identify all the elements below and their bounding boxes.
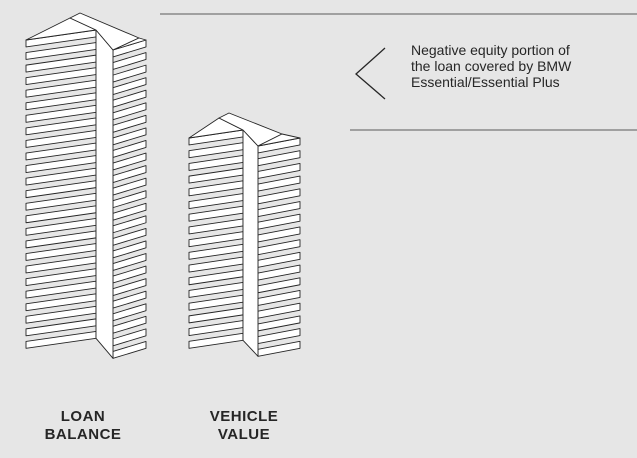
stack-slab-right: [257, 290, 301, 306]
stack-top-spine: [69, 12, 140, 51]
loan-balance-label: LOAN BALANCE: [23, 408, 143, 444]
stack-slab-left: [188, 193, 244, 209]
vehicle-value-label-line-2: VALUE: [217, 426, 271, 443]
stack-slab-right: [257, 340, 301, 357]
stack-slab-left: [188, 142, 244, 159]
stack-slab-right: [257, 201, 301, 217]
loan-balance-stack: [25, 12, 147, 359]
stack-slab-left: [188, 180, 244, 197]
stack-top-right: [257, 133, 301, 147]
vehicle-value-label-line-1: VEHICLE: [209, 408, 279, 425]
stack-slab-left: [188, 167, 244, 184]
stack-slab-left: [188, 218, 244, 235]
stack-slab-right: [257, 315, 301, 332]
stack-slab-left: [188, 320, 244, 337]
stack-top-right: [112, 37, 147, 51]
vehicle-value-stack: [188, 112, 301, 357]
stack-slab-right: [257, 251, 301, 268]
stack-slab-right: [257, 188, 301, 205]
callout-line-1: Negative equity portion of: [411, 42, 570, 58]
stack-slab-left: [188, 294, 244, 311]
stack-slab-right: [257, 226, 301, 243]
stack-slab-left: [188, 269, 244, 286]
chevron-left-icon: [355, 47, 386, 100]
stack-spine: [95, 29, 114, 359]
stack-slab-left: [188, 332, 244, 349]
stack-slab-right: [257, 302, 301, 319]
callout-line-3: Essential/Essential Plus: [411, 74, 560, 90]
stack-slab-right: [257, 175, 301, 192]
stack-slab-left: [188, 243, 244, 260]
stack-slab-right: [257, 239, 301, 256]
stack-spine: [242, 129, 259, 357]
loan-balance-label-line-2: BALANCE: [44, 426, 122, 443]
stack-slab-right: [257, 150, 301, 167]
stack-top-spine: [218, 112, 283, 147]
stack-slab-right: [257, 213, 301, 230]
vehicle-value-label: VEHICLE VALUE: [184, 408, 304, 444]
stack-slab-left: [188, 154, 244, 171]
stack-slab-right: [257, 277, 301, 294]
callout-line-2: the loan covered by BMW: [411, 58, 572, 74]
stack-slab-left: [188, 307, 244, 324]
stack-slab-right: [257, 162, 301, 179]
stack-slab-left: [188, 256, 244, 273]
callout-text: Negative equity portion of the loan cove…: [411, 42, 633, 90]
stack-slab-right: [257, 328, 301, 345]
stack-slab-right: [257, 264, 301, 281]
stack-slab-left: [188, 282, 244, 298]
stack-slab-left: [188, 231, 244, 248]
loan-balance-label-line-1: LOAN: [60, 408, 106, 425]
stack-slab-left: [188, 205, 244, 222]
